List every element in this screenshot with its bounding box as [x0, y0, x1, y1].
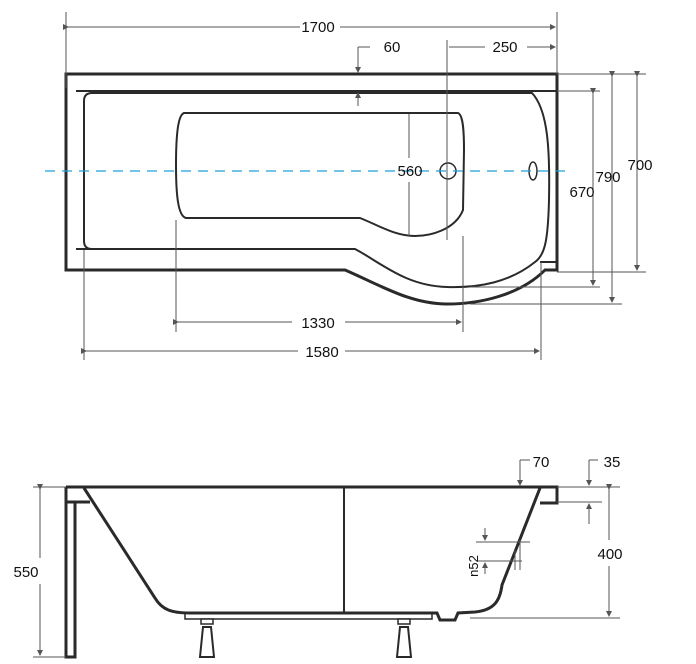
rim: [66, 485, 559, 505]
dim-basin-width: 670: [569, 184, 594, 201]
outer-outline: [64, 72, 559, 306]
dim-rim-35: 35: [604, 454, 621, 471]
basin-outline: [83, 92, 551, 289]
foot-right: [395, 618, 413, 658]
dim-drain-offset: 250: [492, 39, 517, 56]
dim-width: 700: [627, 157, 652, 174]
tub-profile: [82, 487, 542, 622]
dim-overall-length: 1700: [301, 19, 334, 36]
dim-basin-length: 1580: [305, 344, 338, 361]
dim-inner-length: 1330: [301, 315, 334, 332]
inner-basin-outline: [174, 112, 466, 238]
dim-overflow: n52: [466, 555, 481, 577]
side-view: 550 400 70 35 n52: [13, 454, 623, 659]
base-plate: [184, 612, 433, 620]
dim-inner-width: 560: [397, 163, 422, 180]
dim-total-height: 550: [13, 564, 38, 581]
dim-max-depth: 790: [595, 169, 620, 186]
dim-rim-offset: 60: [384, 39, 401, 56]
top-view: 1700 250 60 560 1330 1580 670 790 700: [45, 12, 653, 361]
dim-basin-height: 400: [597, 546, 622, 563]
rim-line-bottom: [76, 248, 557, 263]
end-panel: [64, 487, 90, 659]
foot-left: [198, 618, 216, 658]
dim-rim-70: 70: [533, 454, 550, 471]
